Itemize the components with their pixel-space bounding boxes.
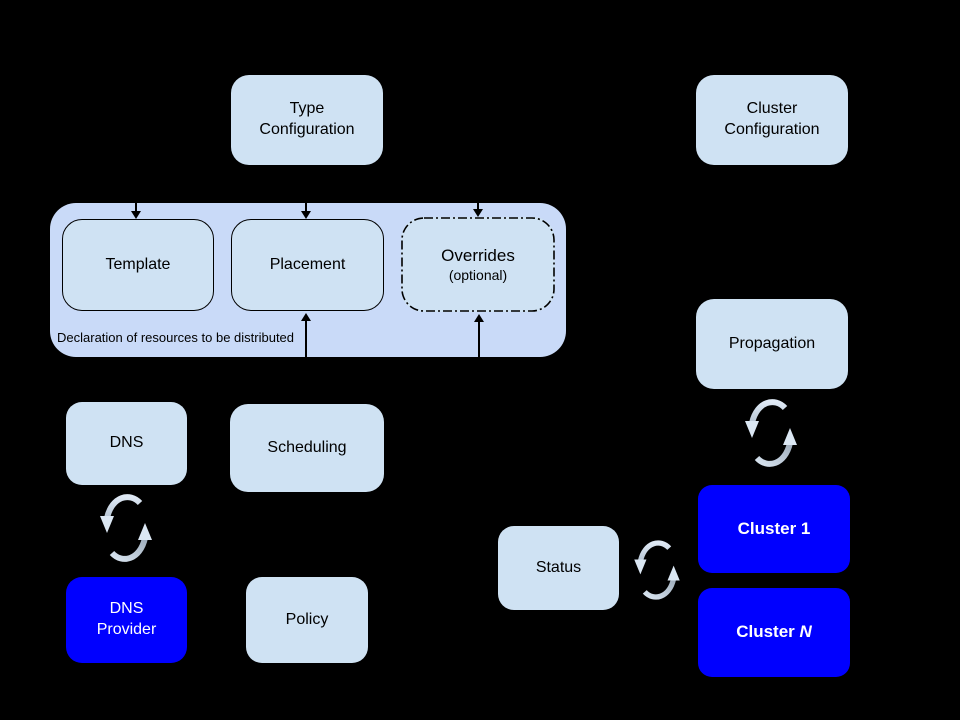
arrowhead-down-icon	[473, 209, 483, 217]
node-label-suffix: N	[799, 622, 812, 642]
dash-dot-border	[401, 217, 555, 312]
connector-line	[478, 322, 480, 357]
connector-line	[135, 203, 137, 212]
arrowhead-up-icon	[474, 314, 484, 322]
arrowhead-down-icon	[301, 211, 311, 219]
sync-arrows-icon	[634, 540, 680, 600]
node-overrides: Overrides (optional)	[401, 217, 555, 312]
node-propagation: Propagation	[696, 299, 848, 389]
node-label: Cluster N	[736, 621, 812, 643]
node-dns-provider: DNS Provider	[66, 577, 187, 663]
sync-arrows-icon	[745, 399, 797, 467]
node-policy: Policy	[246, 577, 368, 663]
node-scheduling: Scheduling	[230, 404, 384, 492]
arrowhead-down-icon	[131, 211, 141, 219]
node-dns: DNS	[66, 402, 187, 485]
node-label: Type Configuration	[259, 100, 355, 138]
node-label-prefix: Cluster	[736, 622, 800, 642]
connector-line	[305, 321, 307, 357]
node-label: Scheduling	[267, 438, 347, 456]
node-label: Status	[535, 558, 582, 576]
connector-line	[477, 201, 479, 209]
node-label: Template	[105, 255, 171, 273]
node-label: DNS	[109, 434, 144, 452]
node-template: Template	[62, 219, 214, 311]
group-caption: Declaration of resources to be distribut…	[57, 330, 295, 345]
node-label: DNS Provider	[96, 600, 157, 638]
node-cluster-1: Cluster 1	[698, 485, 850, 573]
node-label: Cluster 1	[737, 518, 811, 538]
node-label: Propagation	[728, 334, 816, 352]
node-sublabel: (optional)	[448, 267, 508, 284]
node-label: Cluster Configuration	[724, 100, 820, 138]
node-cluster-n: Cluster N	[698, 588, 850, 677]
node-label: Overrides	[441, 246, 515, 266]
node-label: Policy	[285, 610, 329, 628]
node-type-configuration: Type Configuration	[231, 75, 383, 165]
connector-line	[305, 203, 307, 212]
node-cluster-configuration: Cluster Configuration	[696, 75, 848, 165]
arrowhead-up-icon	[301, 313, 311, 321]
sync-arrows-icon	[100, 494, 152, 562]
node-label: Placement	[269, 255, 346, 273]
node-status: Status	[498, 526, 619, 610]
node-placement: Placement	[231, 219, 384, 311]
